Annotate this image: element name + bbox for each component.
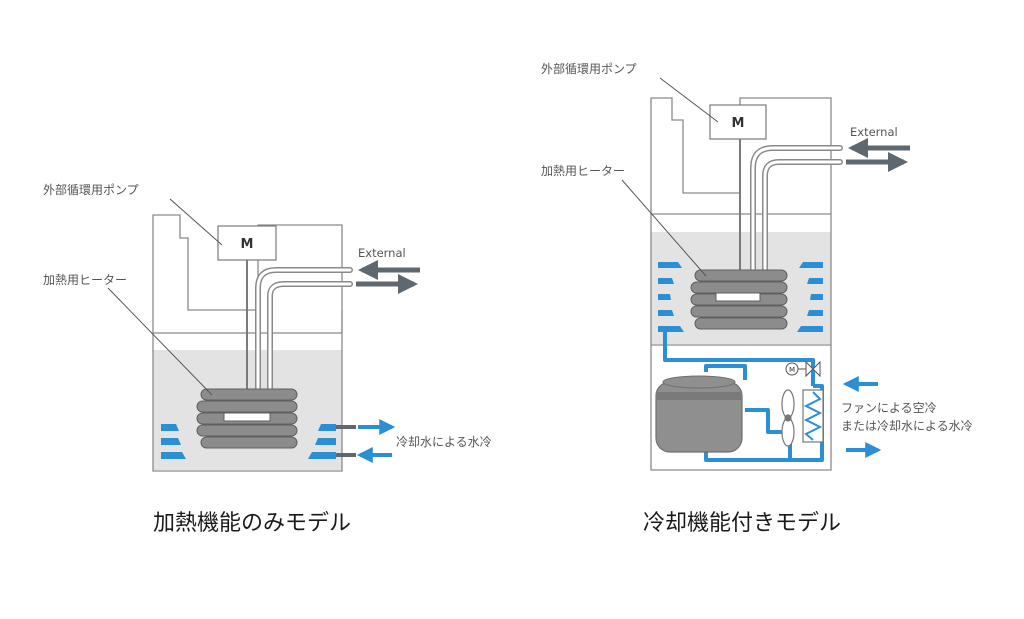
right-motor-label: M bbox=[732, 116, 745, 131]
right-compressor-icon bbox=[655, 375, 743, 453]
right-valve-label: M bbox=[789, 366, 795, 374]
right-cooling-label-line1: ファンによる空冷 bbox=[841, 401, 937, 415]
right-pump-label: 外部循環用ポンプ bbox=[541, 61, 637, 76]
right-heater-label: 加熱用ヒーター bbox=[541, 164, 625, 178]
right-tank-outline bbox=[650, 97, 832, 471]
left-heater-coil-icon bbox=[196, 388, 298, 449]
right-cooling-coil-right bbox=[797, 262, 823, 332]
right-diagram: M bbox=[541, 61, 973, 536]
left-caption: 加熱機能のみモデル bbox=[153, 511, 351, 536]
right-heat-exchanger-icon bbox=[802, 389, 824, 443]
left-cooling-coil-left bbox=[161, 424, 186, 459]
left-diagram: M bbox=[43, 182, 492, 536]
right-external-label: External bbox=[850, 125, 898, 139]
left-pipe-icon bbox=[255, 267, 353, 403]
left-external-label: External bbox=[358, 246, 406, 260]
left-tank-outline bbox=[152, 214, 343, 472]
left-pump-label: 外部循環用ポンプ bbox=[43, 182, 139, 197]
right-caption: 冷却機能付きモデル bbox=[643, 511, 841, 536]
right-motor-icon: M bbox=[709, 104, 767, 140]
right-cooling-label-line2: または冷却水による水冷 bbox=[841, 419, 973, 433]
left-cooling-label: 冷却水による水冷 bbox=[396, 435, 492, 449]
right-fan-icon bbox=[781, 389, 795, 447]
left-heater-label: 加熱用ヒーター bbox=[43, 273, 127, 287]
right-cooling-coil-left bbox=[658, 262, 684, 332]
left-cooling-coil-right bbox=[308, 424, 336, 459]
left-motor-label: M bbox=[241, 237, 254, 252]
right-pipe-icon bbox=[750, 145, 843, 285]
right-valve-icon: M bbox=[785, 360, 821, 378]
right-heater-coil-icon bbox=[690, 269, 788, 330]
left-motor-icon: M bbox=[217, 225, 277, 261]
